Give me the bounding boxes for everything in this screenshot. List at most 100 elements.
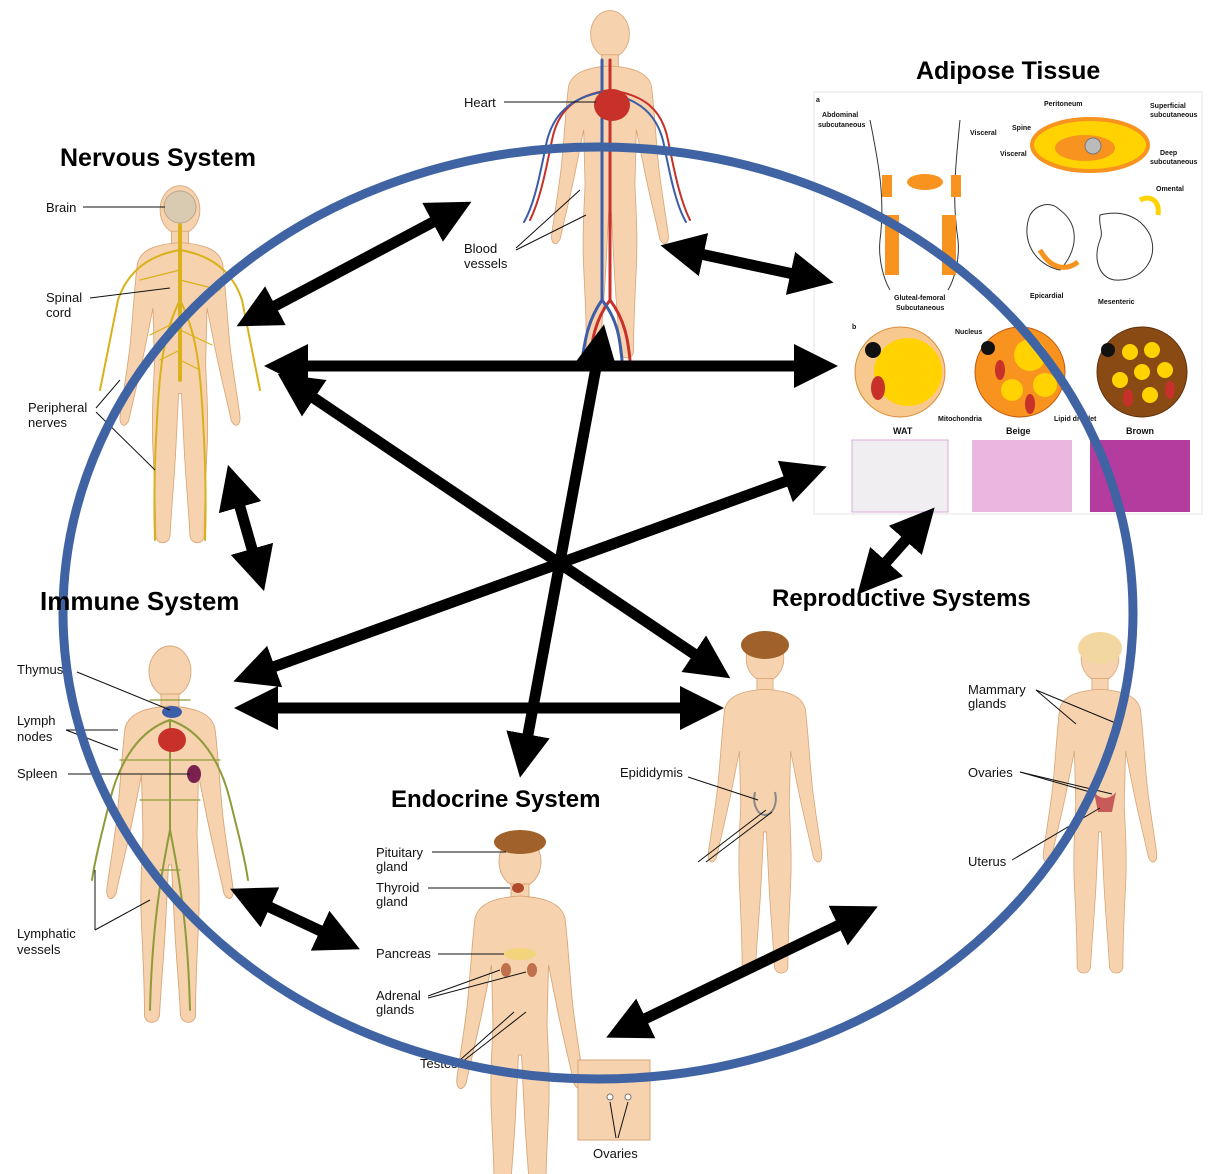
label-pituitary-2: gland: [376, 859, 408, 874]
label-brown: Brown: [1126, 426, 1154, 436]
arrow-cardiovascular-adipose: [682, 250, 812, 278]
arrow-nervous-cardiovascular: [256, 212, 452, 316]
label-abdominal-1: Abdominal: [822, 112, 858, 119]
label-thyroid-2: gland: [376, 894, 408, 909]
panel-a-tag: a: [816, 97, 820, 104]
brown-lipid-3: [1157, 362, 1173, 378]
label-adrenal-2: glands: [376, 1002, 415, 1017]
panel-b-tag: b: [852, 324, 856, 331]
brown-lipid-1: [1122, 344, 1138, 360]
immune-system-title: Immune System: [40, 586, 239, 616]
cross-section-spine: [1085, 138, 1101, 154]
brown-mito-1: [1123, 389, 1133, 407]
abdominal-fat-left: [882, 175, 892, 197]
label-mitochondria: Mitochondria: [938, 416, 982, 423]
endocrine-system-title: Endocrine System: [391, 786, 600, 813]
label-lymph-nodes-2: nodes: [17, 729, 53, 744]
beige-nucleus: [981, 341, 995, 355]
label-wat: WAT: [893, 426, 913, 436]
label-visceral-2: Visceral: [1000, 151, 1027, 158]
arrow-immune-endocrine: [250, 898, 340, 940]
reproductive-systems-title: Reproductive Systems: [772, 585, 1031, 612]
heart-shape: [594, 89, 630, 121]
label-ovaries-reproductive: Ovaries: [968, 765, 1013, 780]
reproductive-systems: Epididymis Mammary glands Ovaries Uterus: [620, 631, 1157, 973]
abdominal-fat-right: [951, 175, 961, 197]
label-peritoneum: Peritoneum: [1044, 101, 1083, 108]
brown-mito-2: [1165, 381, 1175, 399]
label-adrenal-1: Adrenal: [376, 988, 421, 1003]
beige-lipid-3: [1001, 379, 1023, 401]
label-deep-2: subcutaneous: [1150, 159, 1198, 166]
wat-histology: [852, 440, 948, 512]
label-heart: Heart: [464, 95, 496, 110]
label-uterus: Uterus: [968, 854, 1007, 869]
label-mammary-1: Mammary: [968, 682, 1026, 697]
male-body-figure: [708, 635, 821, 973]
label-spinal-cord-2: cord: [46, 305, 71, 320]
beige-lipid-2: [1033, 373, 1057, 397]
immune-system: Thymus Lymph nodes Spleen Lymphatic vess…: [17, 646, 248, 1022]
label-lymphatic-1: Lymphatic: [17, 926, 76, 941]
label-spinal-cord-1: Spinal: [46, 290, 82, 305]
label-omental: Omental: [1156, 186, 1184, 193]
label-gluteal-1: Gluteal-femoral: [894, 295, 945, 302]
adipose-tissue: Adipose Tissue a Abdominal subcutaneous …: [814, 57, 1202, 514]
female-hair: [1078, 632, 1122, 664]
label-spine: Spine: [1012, 125, 1031, 132]
brown-lipid-6: [1142, 387, 1158, 403]
arrow-nervous-immune: [234, 486, 258, 570]
label-mammary-2: glands: [968, 696, 1007, 711]
label-lymph-nodes-1: Lymph: [17, 713, 56, 728]
label-nucleus: Nucleus: [955, 329, 982, 336]
label-visceral: Visceral: [970, 130, 997, 137]
wat-nucleus: [865, 342, 881, 358]
arrow-adipose-reproductive: [872, 524, 920, 578]
nervous-system: Nervous System Brain Spinal cord Periphe…: [28, 144, 260, 543]
label-thymus: Thymus: [17, 662, 64, 677]
ovary-right: [625, 1094, 631, 1100]
label-pancreas: Pancreas: [376, 946, 431, 961]
adrenal-left: [501, 963, 511, 977]
beige-mito-2: [1025, 394, 1035, 414]
label-mesenteric: Mesenteric: [1098, 299, 1135, 306]
label-lymphatic-2: vessels: [17, 942, 61, 957]
adipose-title: Adipose Tissue: [916, 57, 1100, 85]
label-blood-vessels-1: Blood: [464, 241, 497, 256]
brown-nucleus: [1101, 343, 1115, 357]
label-pituitary-1: Pituitary: [376, 845, 423, 860]
nervous-system-title: Nervous System: [60, 144, 256, 172]
wat-mitochondria: [871, 376, 885, 400]
thyroid-shape: [512, 883, 524, 893]
label-spleen: Spleen: [17, 766, 57, 781]
brown-lipid-5: [1112, 372, 1128, 388]
beige-histology: [972, 440, 1072, 512]
label-blood-vessels-2: vessels: [464, 256, 508, 271]
label-superficial-1: Superficial: [1150, 103, 1186, 110]
heart-shape-immune: [158, 728, 186, 752]
male-hair: [741, 631, 789, 659]
label-ovaries-endocrine: Ovaries: [593, 1146, 638, 1161]
label-peripheral-2: nerves: [28, 415, 68, 430]
cardiovascular-system: Heart Blood vessels: [464, 11, 690, 360]
label-beige: Beige: [1006, 426, 1031, 436]
brown-lipid-4: [1134, 364, 1150, 380]
label-superficial-2: subcutaneous: [1150, 112, 1198, 119]
pancreas-shape: [504, 948, 536, 960]
brown-lipid-2: [1144, 342, 1160, 358]
label-gluteal-2: Subcutaneous: [896, 305, 944, 312]
beige-mito-1: [995, 360, 1005, 380]
label-epididymis: Epididymis: [620, 765, 683, 780]
label-deep-1: Deep: [1160, 150, 1177, 157]
endocrine-system: Pituitary gland Thyroid gland Pancreas A…: [376, 830, 650, 1174]
label-epicardial: Epicardial: [1030, 293, 1064, 300]
brain-shape: [164, 191, 196, 223]
visceral-fat: [907, 174, 943, 190]
label-peripheral-1: Peripheral: [28, 400, 87, 415]
ovary-left: [607, 1094, 613, 1100]
label-brain: Brain: [46, 200, 76, 215]
endocrine-hair: [494, 830, 546, 854]
arrow-immune-adipose: [254, 474, 806, 674]
wat-lipid: [874, 338, 942, 406]
